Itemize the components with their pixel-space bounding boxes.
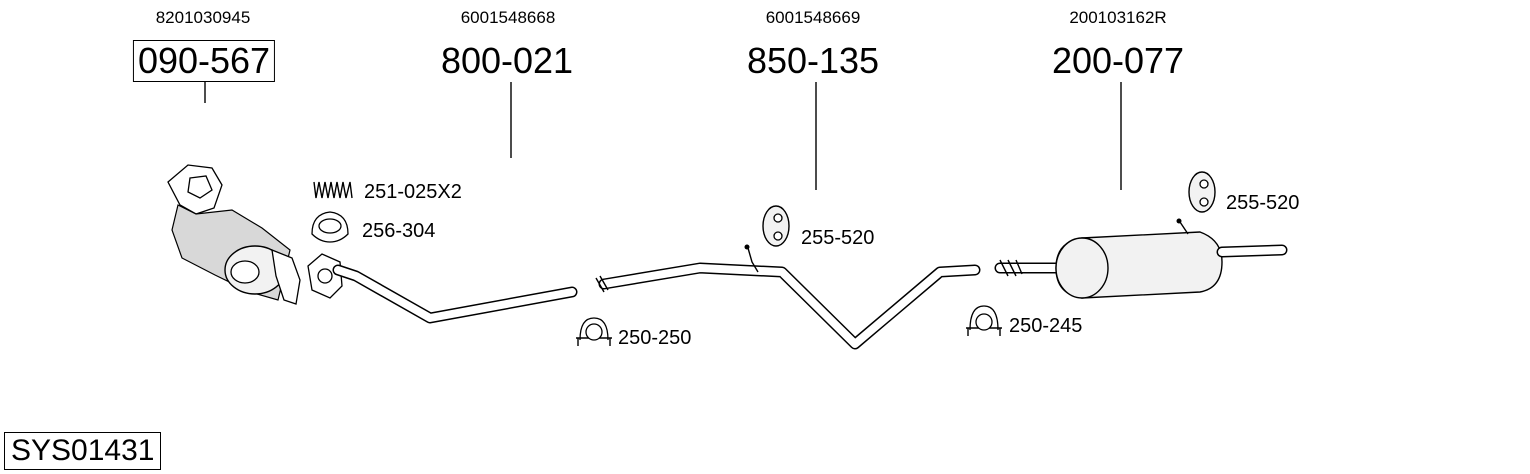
rear-silencer-drawing [994,218,1288,299]
part-number-intermediate-pipe[interactable]: 850-135 [746,40,880,81]
rubber-mount-mid-drawing [762,205,790,247]
rubber-mount-rear-drawing [1188,171,1216,213]
part-number-catalytic-converter[interactable]: 090-567 [132,40,276,82]
catalytic-converter-drawing [167,164,301,305]
oem-number-2: 6001548668 [460,8,556,27]
accessory-mount-mid-label[interactable]: 255-520 [801,227,875,249]
oem-number-4: 200103162R [1069,8,1167,27]
clamp-front-drawing [576,317,612,346]
intermediate-pipe-drawing [595,244,981,350]
accessory-mount-rear-label[interactable]: 255-520 [1226,192,1300,214]
gasket-drawing [311,211,349,243]
accessory-spring-label[interactable]: 251-025X2 [364,181,462,203]
oem-number-1: 8201030945 [155,8,251,27]
accessory-gasket-label[interactable]: 256-304 [362,220,436,242]
spring-drawing [313,181,353,199]
oem-number-3: 6001548669 [765,8,861,27]
part-number-front-pipe[interactable]: 800-021 [440,40,574,81]
accessory-clamp-rear-label[interactable]: 250-245 [1009,315,1083,337]
part-number-rear-silencer[interactable]: 200-077 [1051,40,1185,81]
system-code-box: SYS01431 [4,432,162,470]
front-pipe-drawing [307,253,578,324]
clamp-rear-drawing [966,305,1002,336]
accessory-clamp-front-label[interactable]: 250-250 [618,327,692,349]
